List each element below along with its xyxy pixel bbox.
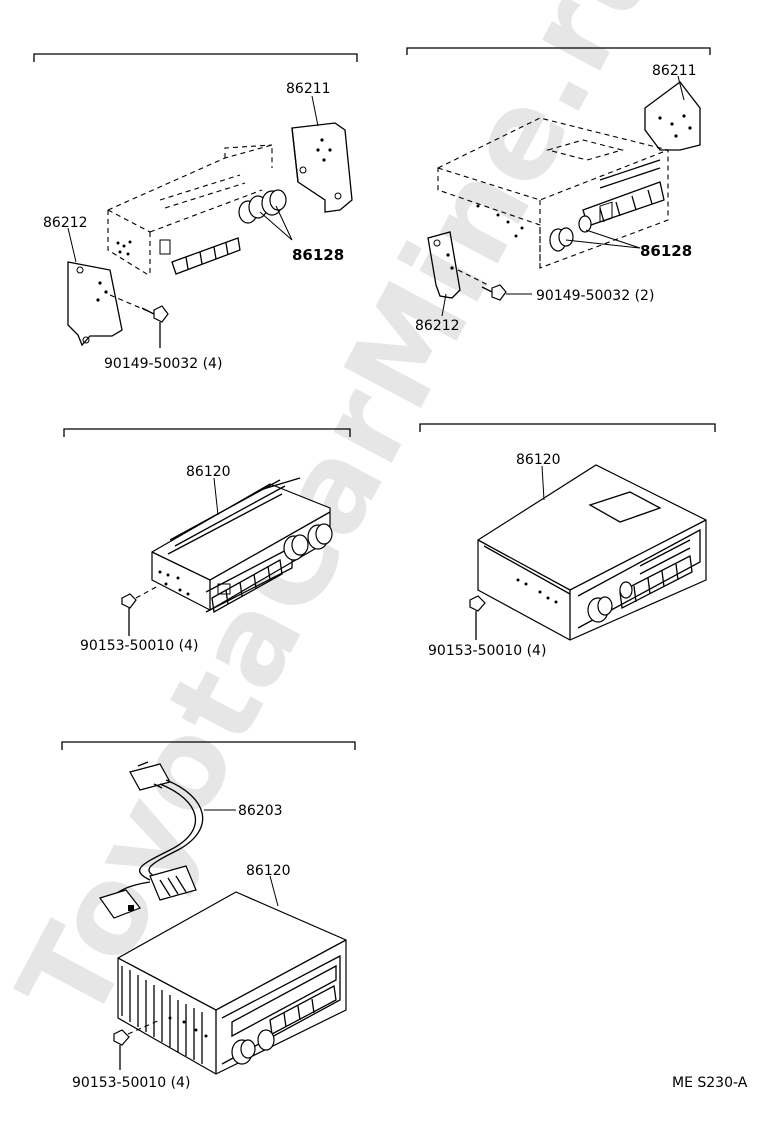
leader-line xyxy=(213,477,219,516)
knob-pair xyxy=(587,581,633,623)
label-86120: 86120 xyxy=(186,464,231,480)
leader-line xyxy=(259,205,293,241)
label-86212: 86212 xyxy=(415,318,460,334)
radio-unit-dashed xyxy=(437,117,669,269)
knob-pair xyxy=(231,1029,275,1065)
panel-top-left: 86211 86128 86212 90149-50032 (4) xyxy=(33,53,358,372)
bracket-right xyxy=(644,81,701,151)
screw xyxy=(141,305,169,348)
mount-holes xyxy=(476,204,524,238)
panel-bottom-left: 86203 86120 90153-50010 (4) xyxy=(61,741,356,1091)
panel-mid-right: 86120 90153-50010 (4) xyxy=(419,423,716,659)
bracket-left xyxy=(427,231,489,299)
leader-line xyxy=(541,465,545,501)
mount-holes xyxy=(158,570,190,596)
panel-bracket-line xyxy=(63,428,351,437)
label-screw: 90153-50010 (4) xyxy=(72,1075,190,1091)
label-86128: 86128 xyxy=(292,246,344,264)
leader-line xyxy=(269,875,279,907)
bracket-left xyxy=(67,261,151,347)
panel-mid-left: 86120 90153-50010 (4) xyxy=(63,428,351,654)
label-86211: 86211 xyxy=(652,63,697,79)
radio-unit xyxy=(477,464,707,641)
leader-line xyxy=(441,293,447,317)
mount-holes xyxy=(168,1016,208,1038)
label-screw: 90153-50010 (4) xyxy=(80,638,198,654)
label-screw: 90153-50010 (4) xyxy=(428,643,546,659)
panel-bracket-line xyxy=(406,47,711,55)
label-86211: 86211 xyxy=(286,81,331,97)
panel-bracket-line xyxy=(61,741,356,750)
label-86120: 86120 xyxy=(246,863,291,879)
leader-line xyxy=(565,229,641,249)
diagram-code: ME S230-A xyxy=(672,1075,748,1091)
screw xyxy=(481,284,532,301)
label-86120: 86120 xyxy=(516,452,561,468)
mount-holes xyxy=(516,578,558,604)
label-86212: 86212 xyxy=(43,215,88,231)
knob-pair xyxy=(238,189,287,224)
panel-bracket-line xyxy=(419,423,716,432)
label-screw: 90149-50032 (4) xyxy=(104,356,222,372)
leader-line xyxy=(311,95,319,127)
radio-unit xyxy=(117,891,347,1075)
wire-harness xyxy=(99,761,204,919)
panel-top-right: 86211 86128 86212 90149-50032 (2) xyxy=(406,47,711,334)
label-86203: 86203 xyxy=(238,803,283,819)
knob-pair xyxy=(549,215,592,252)
knob-pair xyxy=(283,523,333,561)
screw xyxy=(113,1019,161,1070)
heatsink-fins xyxy=(121,966,203,1064)
screw xyxy=(469,595,486,640)
panel-bracket-line xyxy=(33,53,358,62)
leader-line xyxy=(67,227,77,263)
leader-line xyxy=(677,75,685,101)
screw xyxy=(121,585,159,636)
label-screw: 90149-50032 (2) xyxy=(536,288,654,304)
bracket-right xyxy=(291,122,353,213)
radio-unit-dashed xyxy=(107,144,273,277)
label-86128: 86128 xyxy=(640,242,692,260)
mount-holes xyxy=(116,240,132,256)
